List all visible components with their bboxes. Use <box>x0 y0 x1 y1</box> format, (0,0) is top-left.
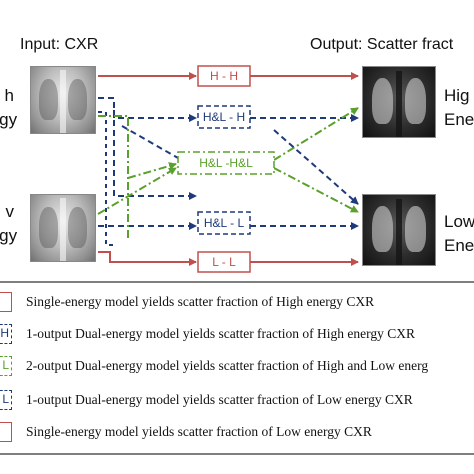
legend-swatch-hll: L <box>0 390 12 410</box>
legend-text-hlh: 1-output Dual-energy model yields scatte… <box>26 326 416 341</box>
model-box-hll: H&L - L <box>197 211 251 235</box>
high-energy-output-label: Hig Ener <box>444 84 474 132</box>
model-box-hlh-label: H&L - H <box>203 110 245 124</box>
low-energy-input-label: v ergy <box>0 200 18 248</box>
legend-row-hlh: H 1-output Dual-energy model yields scat… <box>0 318 474 350</box>
output-high-energy-scatter <box>362 66 436 138</box>
model-box-hlhl: H&L -H&L <box>177 151 275 175</box>
model-box-hlh: H&L - H <box>197 105 251 129</box>
low-energy-output-label: Low Ener <box>444 210 474 258</box>
legend-swatch-hlhl: L <box>0 356 12 376</box>
legend-row-hlhl: L 2-output Dual-energy model yields scat… <box>0 350 474 382</box>
legend-tag-hlhl: L <box>2 358 9 372</box>
output-header: Output: Scatter fract <box>310 36 454 53</box>
legend-text-hll: 1-output Dual-energy model yields scatte… <box>26 392 413 407</box>
high-right-line1: Hig <box>444 86 470 105</box>
input-low-energy-cxr <box>30 194 96 262</box>
hlh-path <box>98 97 359 246</box>
low-right-line1: Low <box>444 212 474 231</box>
high-left-line2: ergy <box>0 110 18 129</box>
cross-paths <box>121 125 359 205</box>
high-left-line1: h <box>4 86 14 105</box>
legend-row-hh: Single-energy model yields scatter fract… <box>0 286 474 318</box>
output-low-energy-scatter <box>362 194 436 266</box>
legend-swatch-hh <box>0 292 12 312</box>
input-high-energy-cxr <box>30 66 96 134</box>
legend-tag-hll: L <box>2 392 9 406</box>
legend-text-ll: Single-energy model yields scatter fract… <box>26 424 372 439</box>
low-right-line2: Ener <box>444 236 474 255</box>
model-box-hlhl-label: H&L -H&L <box>199 156 253 170</box>
legend-text-hlhl: 2-output Dual-energy model yields scatte… <box>26 358 429 373</box>
legend-text-hh: Single-energy model yields scatter fract… <box>26 294 375 309</box>
legend-swatch-hlh: H <box>0 324 12 344</box>
model-box-ll: L - L <box>197 251 251 273</box>
hll-path <box>98 110 359 230</box>
model-box-hh: H - H <box>197 65 251 87</box>
ll-path <box>98 251 359 266</box>
legend-swatch-ll <box>0 422 12 442</box>
legend-row-hll: L 1-output Dual-energy model yields scat… <box>0 384 474 416</box>
hlhl-path <box>97 107 359 240</box>
low-left-line2: ergy <box>0 226 18 245</box>
input-header: Input: CXR <box>20 36 99 53</box>
legend-row-ll: Single-energy model yields scatter fract… <box>0 416 474 448</box>
model-box-hll-label: H&L - L <box>204 216 245 230</box>
model-box-hh-label: H - H <box>210 69 238 83</box>
low-left-line1: v <box>5 202 15 221</box>
model-box-ll-label: L - L <box>212 255 236 269</box>
high-energy-input-label: h ergy <box>0 84 18 132</box>
legend-tag-hlh: H <box>0 326 9 340</box>
high-right-line2: Ener <box>444 110 474 129</box>
